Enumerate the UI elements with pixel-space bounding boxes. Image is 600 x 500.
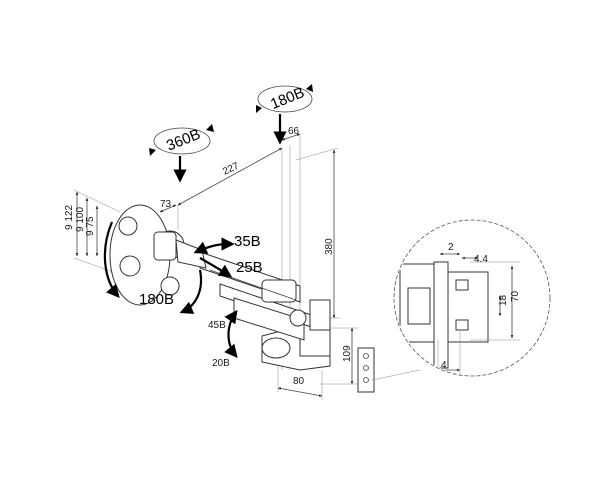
rotation-180-top-label: 180B (268, 84, 307, 113)
dim-109: 109 (342, 345, 353, 362)
vesa-75-label: 9 75 (85, 216, 96, 236)
tilt-35-label: 35B (234, 233, 261, 250)
dim-80: 80 (293, 376, 305, 387)
detail-view (371, 219, 551, 381)
arm-assembly (199, 251, 331, 341)
vesa-plate (109, 204, 207, 306)
detail-dim-70: 70 (510, 290, 521, 302)
vesa-100-label: 9 100 (75, 207, 86, 232)
tilt-45-label: 45B (208, 320, 226, 331)
rotation-indicators (103, 84, 313, 359)
detail-dim-4: 4 (441, 360, 447, 371)
dim-66: 66 (288, 126, 300, 137)
dim-227: 227 (221, 161, 241, 178)
rotation-360-label: 360B (164, 126, 203, 155)
tilt-25-label: 25B (236, 259, 263, 276)
dim-73: 73 (160, 199, 172, 210)
dim-380: 380 (324, 238, 335, 255)
wall-bracket (261, 315, 375, 393)
detail-dim-2: 2 (448, 242, 454, 253)
rotation-180-plate-label: 180B (139, 291, 174, 308)
detail-dim-18: 18 (498, 294, 509, 306)
tilt-20-label: 20B (212, 358, 230, 369)
vesa-122-label: 9 122 (64, 205, 75, 230)
detail-dim-4-4: 4.4 (474, 254, 488, 265)
